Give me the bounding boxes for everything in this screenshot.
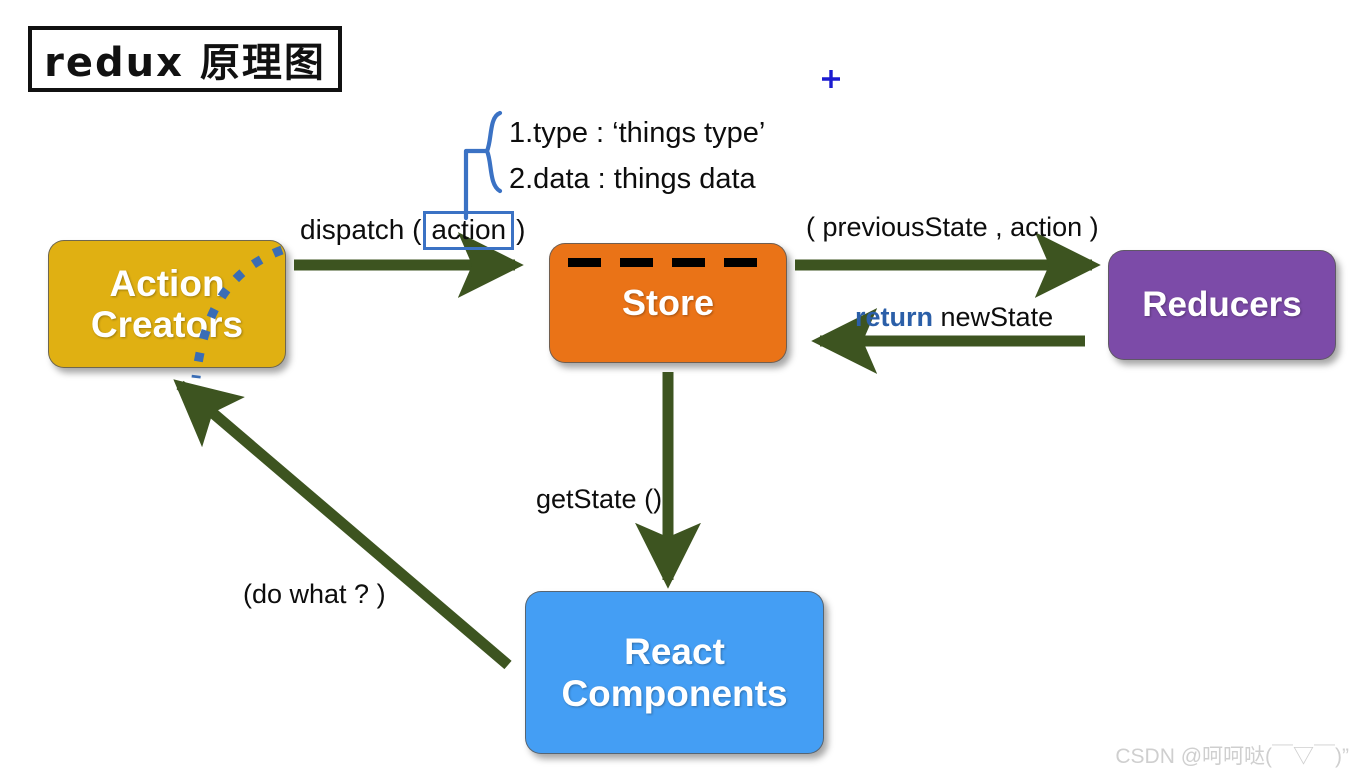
node-store[interactable]: Store	[549, 243, 787, 363]
label-return-value: newState	[933, 302, 1054, 332]
label-dispatch-action-boxed: action	[423, 211, 515, 250]
label-do-what: (do what ? )	[243, 579, 386, 609]
node-react-components-line1: React	[624, 631, 725, 673]
node-react-components[interactable]: React Components	[525, 591, 824, 754]
label-getstate: getState ()	[536, 484, 663, 514]
label-action-type: 1.type : ‘things type’	[509, 117, 766, 149]
title-box: redux 原理图	[28, 26, 342, 92]
node-react-components-line2: Components	[561, 672, 788, 714]
brace-connector	[463, 110, 503, 221]
label-return-newstate: return newState	[855, 302, 1053, 333]
node-action-creators-line2: Creators	[90, 304, 244, 345]
plus-marker-icon	[822, 70, 840, 88]
node-action-creators[interactable]: Action Creators	[48, 240, 286, 368]
label-dispatch-prefix: dispatch (	[300, 214, 422, 245]
label-dispatch-suffix: )	[516, 214, 526, 245]
label-action-data: 2.data : things data	[509, 163, 756, 195]
arrow-do-what	[173, 379, 512, 670]
page-title: redux 原理图	[44, 40, 326, 86]
node-reducers-label: Reducers	[1142, 285, 1302, 325]
label-previous-state: ( previousState , action )	[806, 212, 1099, 242]
node-action-creators-line1: Action	[109, 262, 225, 304]
watermark: CSDN @呵呵哒(￣▽￣)”	[1115, 745, 1349, 768]
node-store-label: Store	[621, 281, 715, 323]
label-dispatch: dispatch (action)	[300, 211, 526, 250]
store-dashed-rule	[568, 258, 776, 267]
node-reducers[interactable]: Reducers	[1108, 250, 1336, 360]
label-return-keyword: return	[855, 302, 934, 332]
